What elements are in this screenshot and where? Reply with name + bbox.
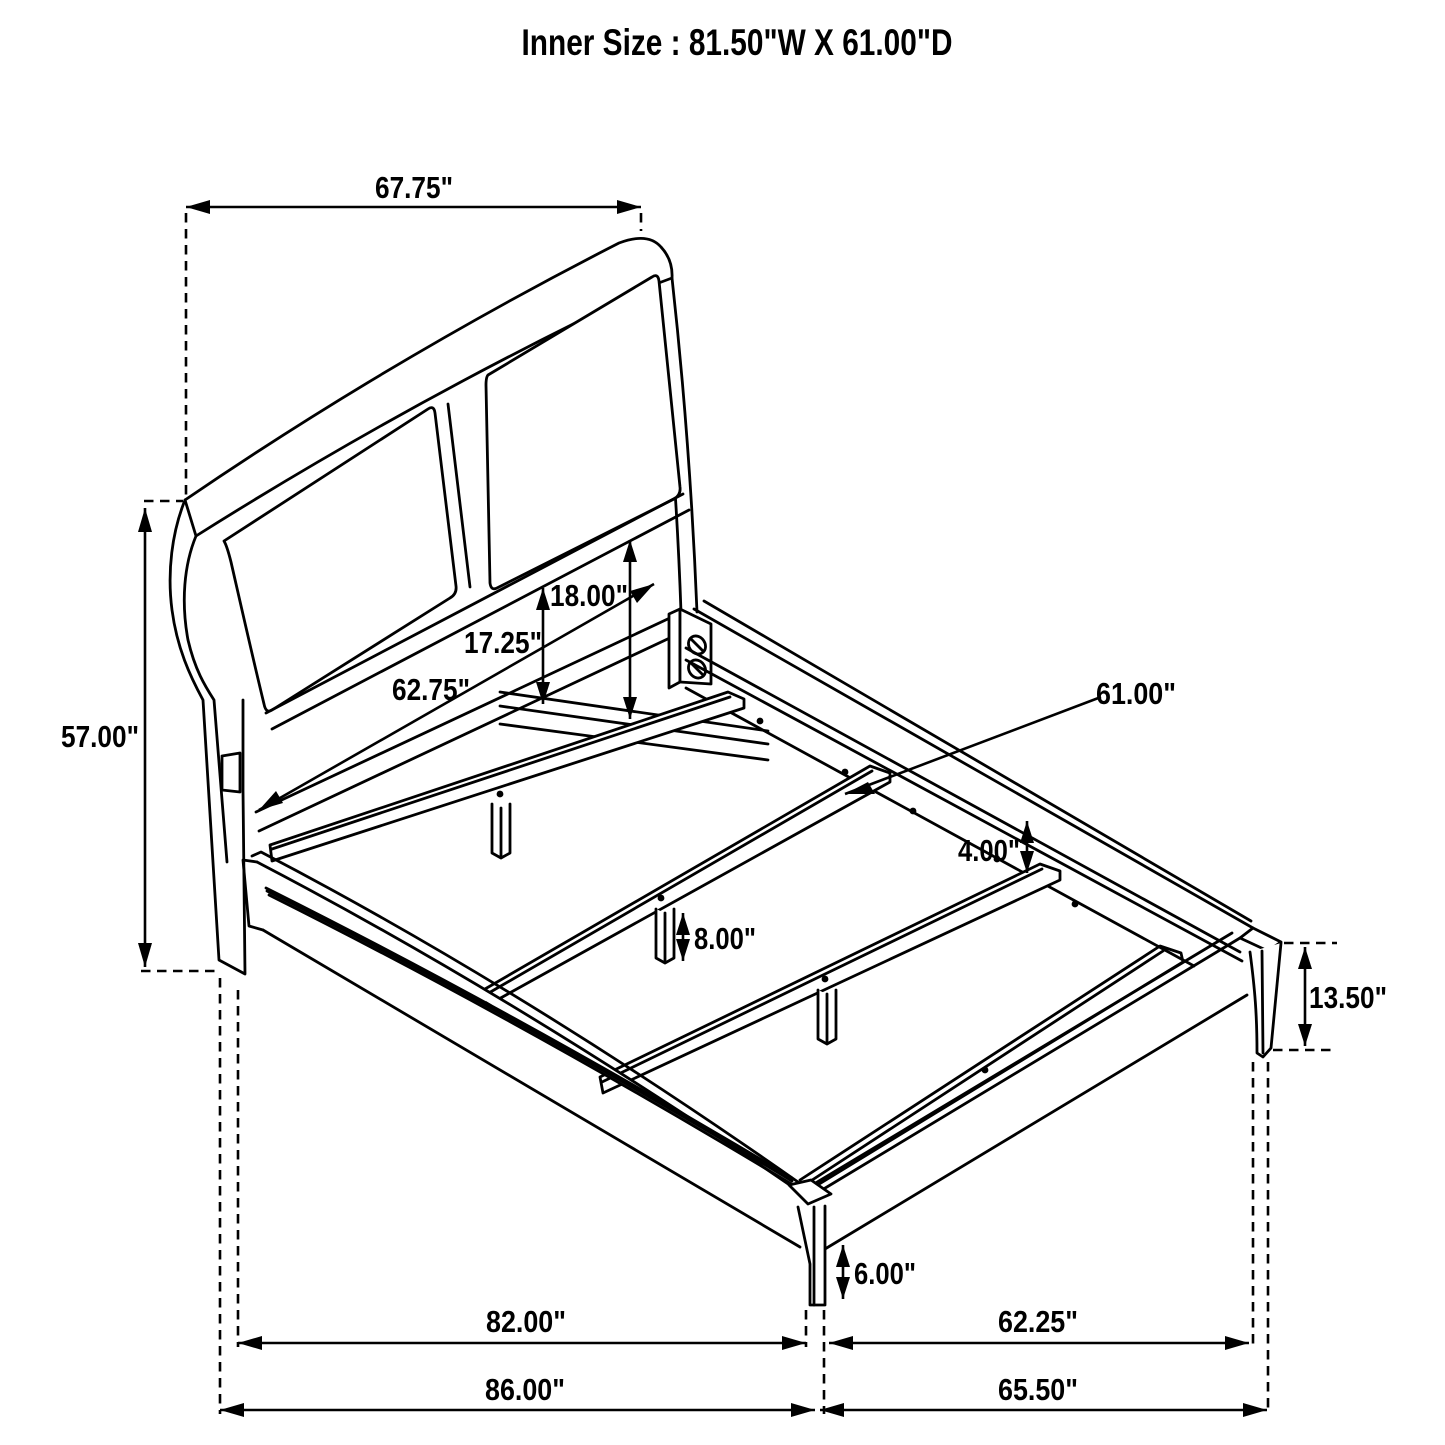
- svg-text:17.25": 17.25": [464, 626, 542, 660]
- svg-text:18.00": 18.00": [550, 579, 628, 613]
- svg-text:8.00": 8.00": [694, 922, 756, 956]
- svg-text:82.00": 82.00": [486, 1305, 566, 1339]
- svg-text:13.50": 13.50": [1309, 981, 1387, 1015]
- svg-text:61.00": 61.00": [1096, 677, 1176, 711]
- svg-text:62.25": 62.25": [998, 1305, 1078, 1339]
- svg-text:Inner Size : 81.50"W X 61.00"D: Inner Size : 81.50"W X 61.00"D: [522, 22, 953, 63]
- svg-text:65.50": 65.50": [998, 1373, 1078, 1407]
- svg-text:62.75": 62.75": [392, 673, 470, 707]
- svg-text:67.75": 67.75": [375, 171, 453, 205]
- svg-text:57.00": 57.00": [61, 720, 139, 754]
- svg-text:6.00": 6.00": [854, 1257, 916, 1291]
- svg-text:86.00": 86.00": [485, 1373, 565, 1407]
- svg-text:4.00": 4.00": [958, 834, 1020, 868]
